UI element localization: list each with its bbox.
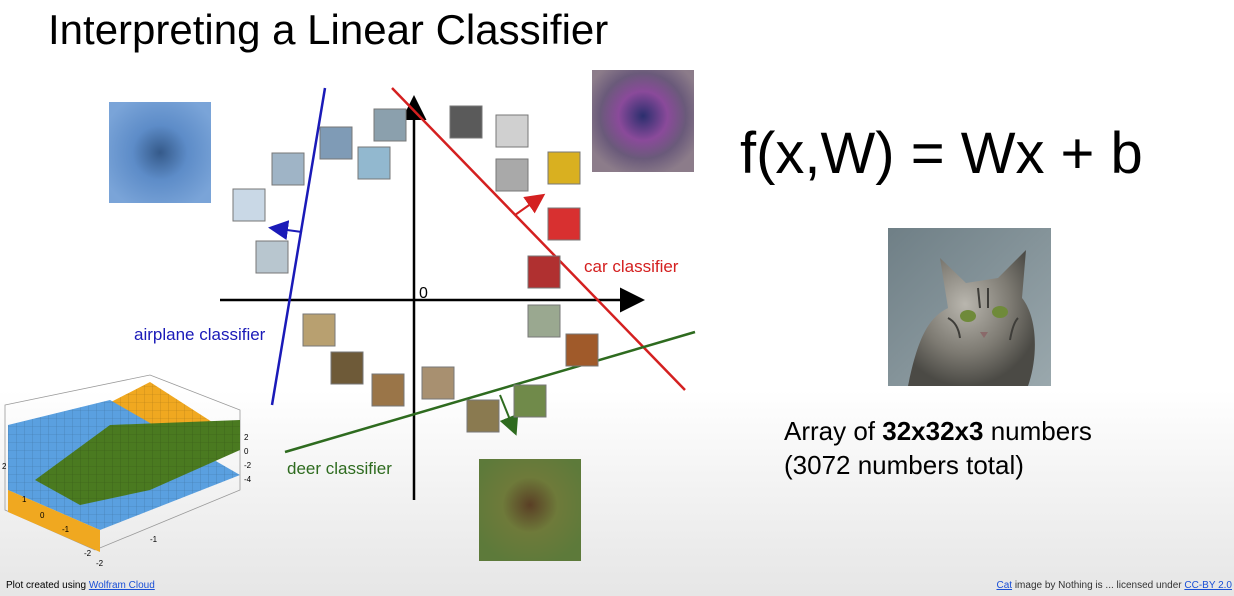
z-tick: -2 — [244, 461, 252, 470]
z-tick: 0 — [244, 447, 249, 456]
thumb-car — [547, 151, 581, 185]
car-classifier-line — [391, 87, 686, 391]
caption-bold: 32x32x3 — [882, 416, 984, 446]
airplane-template-image — [109, 102, 211, 203]
thumb-car — [547, 207, 581, 241]
thumb-truck — [527, 255, 561, 289]
car-thumbnails — [449, 105, 581, 289]
thumb-ship — [357, 146, 391, 180]
footer-credit: Plot created using Wolfram Cloud — [6, 580, 155, 591]
thumb-cat — [302, 313, 336, 347]
airplane-thumbnails — [232, 108, 407, 274]
car-classifier-label: car classifier — [584, 257, 679, 276]
plot-box — [4, 374, 241, 551]
airplane-classifier-label: airplane classifier — [134, 325, 266, 344]
thumb-airplane — [232, 188, 266, 222]
thumb-car — [495, 114, 529, 148]
license-link[interactable]: CC-BY 2.0 — [1184, 580, 1232, 591]
orange-front — [8, 490, 100, 552]
thumb-airplane — [255, 240, 289, 274]
thumb-deer — [513, 384, 547, 418]
thumb-dog — [421, 366, 455, 400]
footer-left-prefix: Plot created using — [6, 580, 89, 591]
footer-image-credit: Cat image by Nothing is ... licensed und… — [996, 580, 1232, 591]
cat-image-link[interactable]: Cat — [996, 580, 1013, 591]
other-thumbnails — [302, 304, 599, 433]
deer-classifier-label: deer classifier — [287, 459, 392, 478]
classifier-formula: f(x,W) = Wx + b — [740, 121, 1143, 186]
thumb-airplane — [271, 152, 305, 186]
car-normal-arrow — [514, 193, 546, 216]
surface-plot-3d: 2 0 -2 -4 2 1 0 -1 -2 -2 -1 — [2, 374, 252, 568]
y-tick: -1 — [62, 525, 70, 534]
origin-label: 0 — [419, 285, 428, 302]
x-tick: -2 — [96, 559, 104, 568]
car-template-image — [592, 70, 694, 172]
y-tick: 1 — [22, 495, 27, 504]
z-tick: 2 — [244, 433, 249, 442]
thumb-bird — [565, 333, 599, 367]
y-tick: 2 — [2, 462, 7, 471]
footer-right-text: image by Nothing is ... licensed under — [1012, 580, 1185, 591]
thumb-ship — [319, 126, 353, 160]
airplane-normal-arrow — [268, 220, 303, 241]
thumb-dog — [371, 373, 405, 407]
array-caption: Array of 32x32x3 numbers (3072 numbers t… — [784, 414, 1092, 482]
caption-line2: (3072 numbers total) — [784, 450, 1024, 480]
cat-photo — [888, 228, 1051, 386]
airplane-classifier-line — [270, 87, 327, 406]
deer-normal-arrow — [499, 394, 519, 436]
caption-prefix: Array of — [784, 416, 883, 446]
thumb-frog — [330, 351, 364, 385]
z-tick: -4 — [244, 475, 252, 484]
wolfram-cloud-link[interactable]: Wolfram Cloud — [88, 580, 155, 591]
thumb-deer — [466, 399, 500, 433]
thumb-bird — [527, 304, 561, 338]
caption-suffix: numbers — [983, 416, 1092, 446]
thumb-car — [449, 105, 483, 139]
x-tick: -1 — [150, 535, 158, 544]
deer-classifier-line — [284, 330, 696, 454]
y-tick: 0 — [40, 511, 45, 520]
deer-template-image — [479, 459, 581, 561]
slide-title: Interpreting a Linear Classifier — [48, 6, 609, 53]
thumb-car — [495, 158, 529, 192]
y-tick: -2 — [84, 549, 92, 558]
thumb-ship — [373, 108, 407, 142]
